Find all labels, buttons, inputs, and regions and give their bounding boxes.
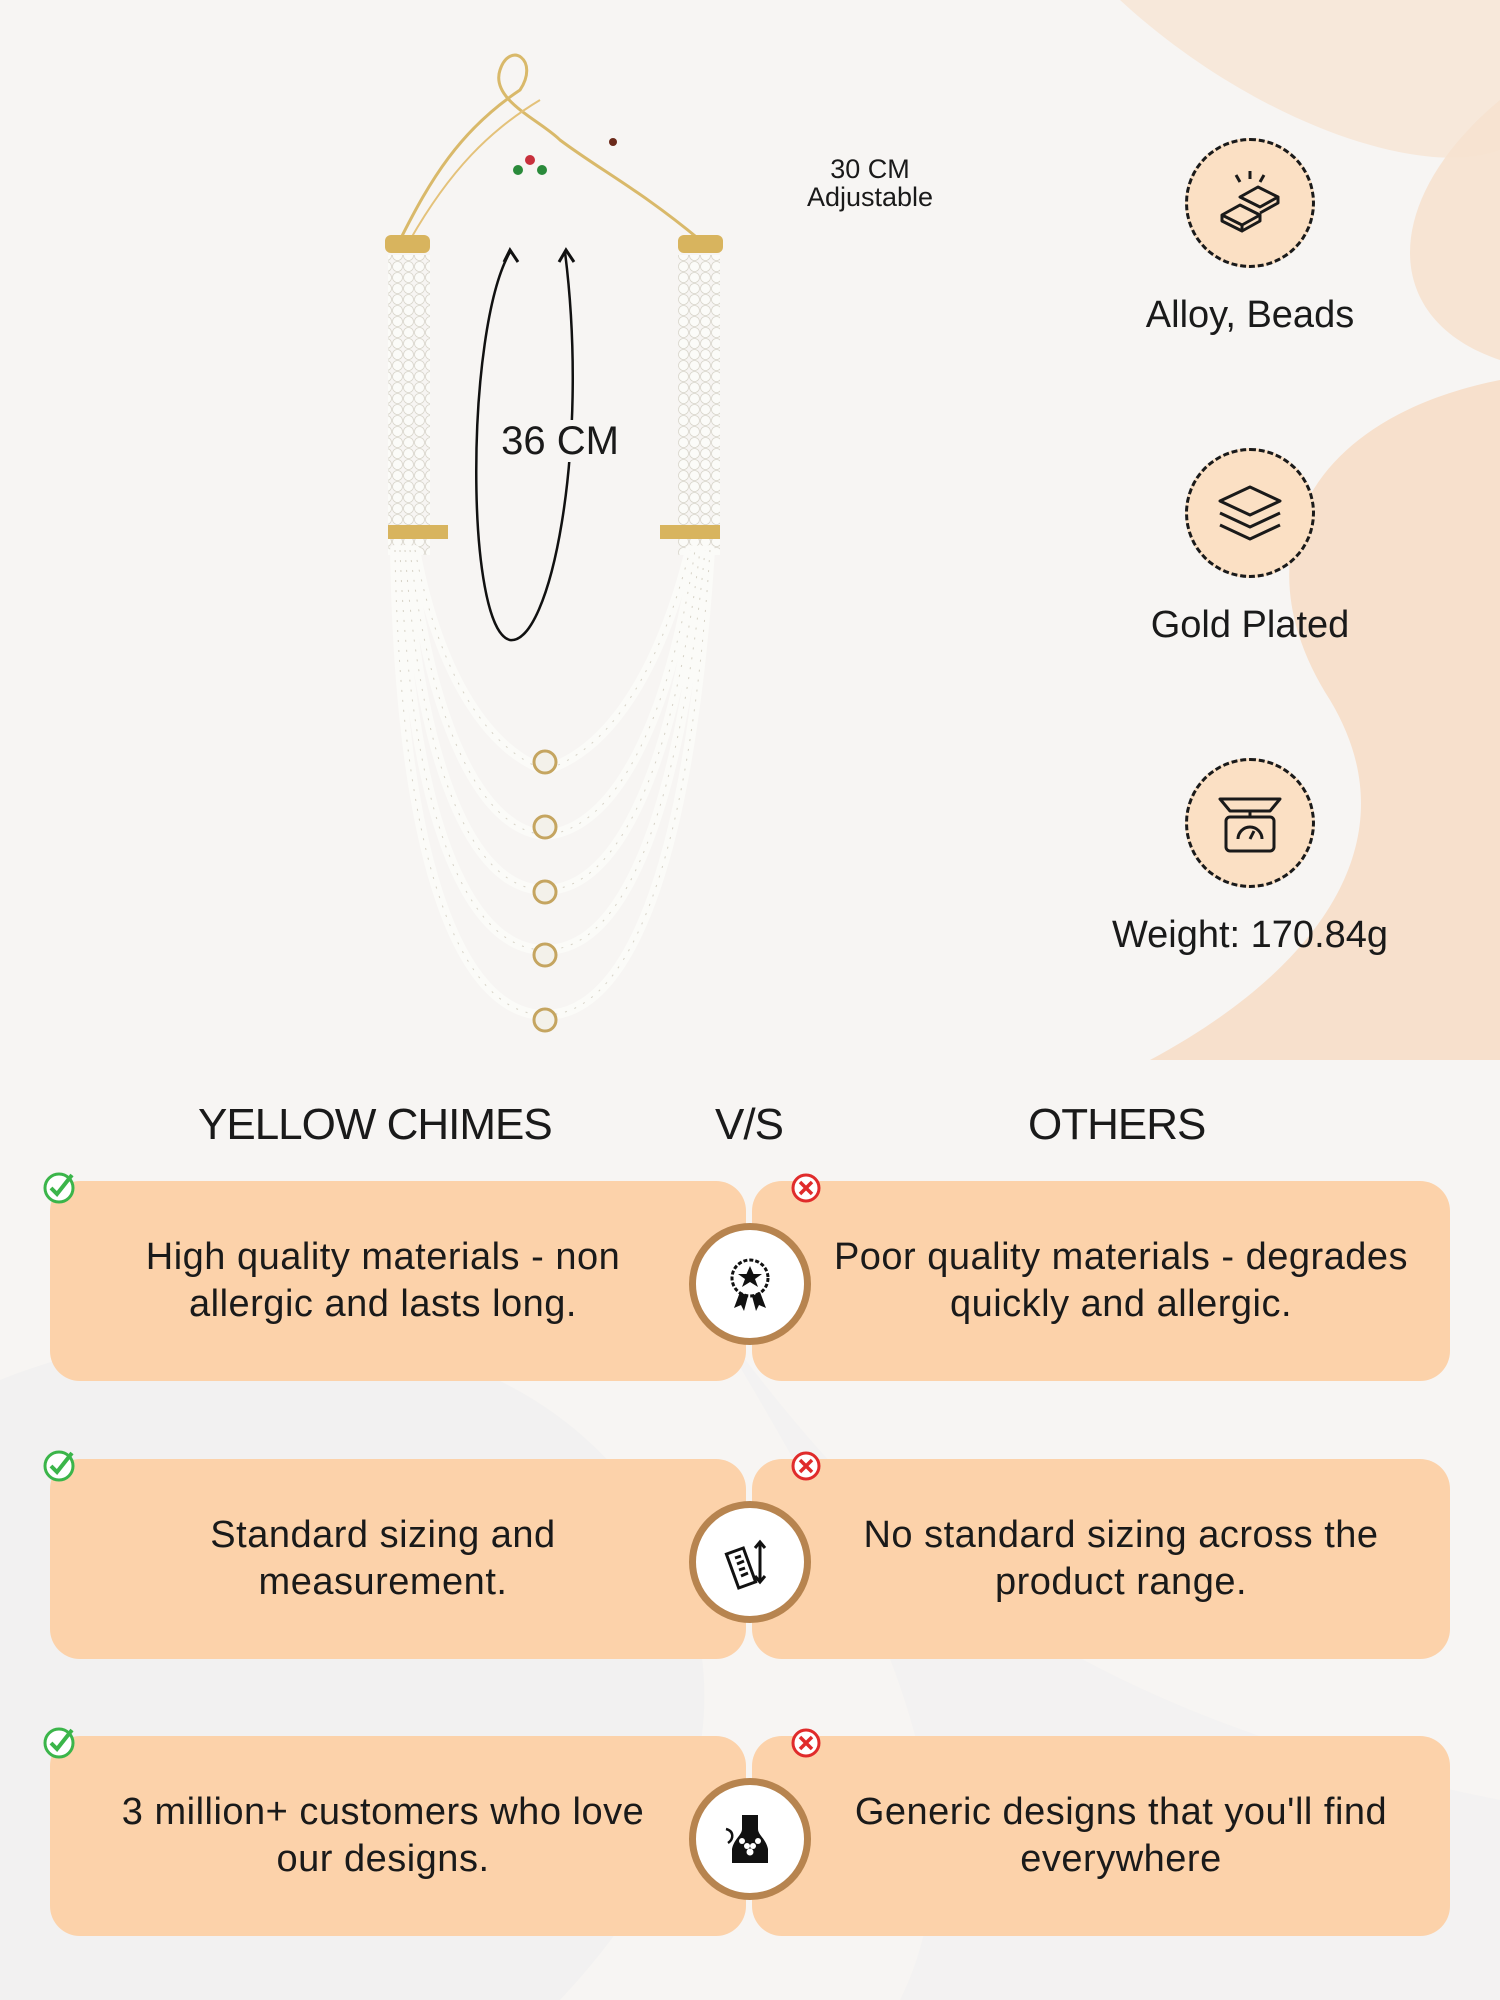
comparison-row: High quality materials - non allergic an…: [43, 1172, 1450, 1381]
check-icon: [43, 1727, 75, 1759]
feature-material-label: Alloy, Beads: [1145, 294, 1355, 336]
quality-badge-icon: [689, 1223, 811, 1345]
vs-heading: V/S: [715, 1100, 784, 1149]
check-icon: [43, 1172, 75, 1204]
others-card: Poor quality materials - degrades quickl…: [752, 1181, 1450, 1381]
feature-weight-label: Weight: 170.84g: [1111, 914, 1389, 956]
ours-card: High quality materials - non allergic an…: [50, 1181, 746, 1381]
ours-card: 3 million+ customers who love our design…: [50, 1736, 746, 1936]
drop-length-label: 36 CM: [490, 420, 630, 462]
others-card: Generic designs that you'll find everywh…: [752, 1736, 1450, 1936]
others-heading: OTHERS: [1028, 1100, 1206, 1149]
yellow-chimes-heading: YELLOW CHIMES: [198, 1100, 553, 1149]
gold-bars-icon: [1185, 138, 1315, 268]
scale-icon: [1185, 758, 1315, 888]
ours-card: Standard sizing and measurement.: [50, 1459, 746, 1659]
comparison-row: 3 million+ customers who love our design…: [43, 1727, 1450, 1936]
necklace-image: [385, 53, 723, 1033]
feature-plating-label: Gold Plated: [1150, 604, 1350, 646]
feature-plating: Gold Plated: [1070, 448, 1430, 647]
strap-length-label: 30 CM Adjustable: [780, 155, 960, 212]
feature-weight: Weight: 170.84g: [1070, 758, 1430, 957]
cross-icon: [791, 1728, 821, 1758]
comparison-row: Standard sizing and measurement. No stan…: [43, 1450, 1450, 1659]
others-card: No standard sizing across the product ra…: [752, 1459, 1450, 1659]
cross-icon: [791, 1451, 821, 1481]
strap-note: Adjustable: [806, 182, 934, 213]
feature-material: Alloy, Beads: [1070, 138, 1430, 337]
jewelry-bust-icon: [689, 1778, 811, 1900]
ruler-icon: [689, 1501, 811, 1623]
cross-icon: [791, 1173, 821, 1203]
layers-icon: [1185, 448, 1315, 578]
strap-length: 30 CM: [830, 154, 910, 184]
check-icon: [43, 1450, 75, 1482]
